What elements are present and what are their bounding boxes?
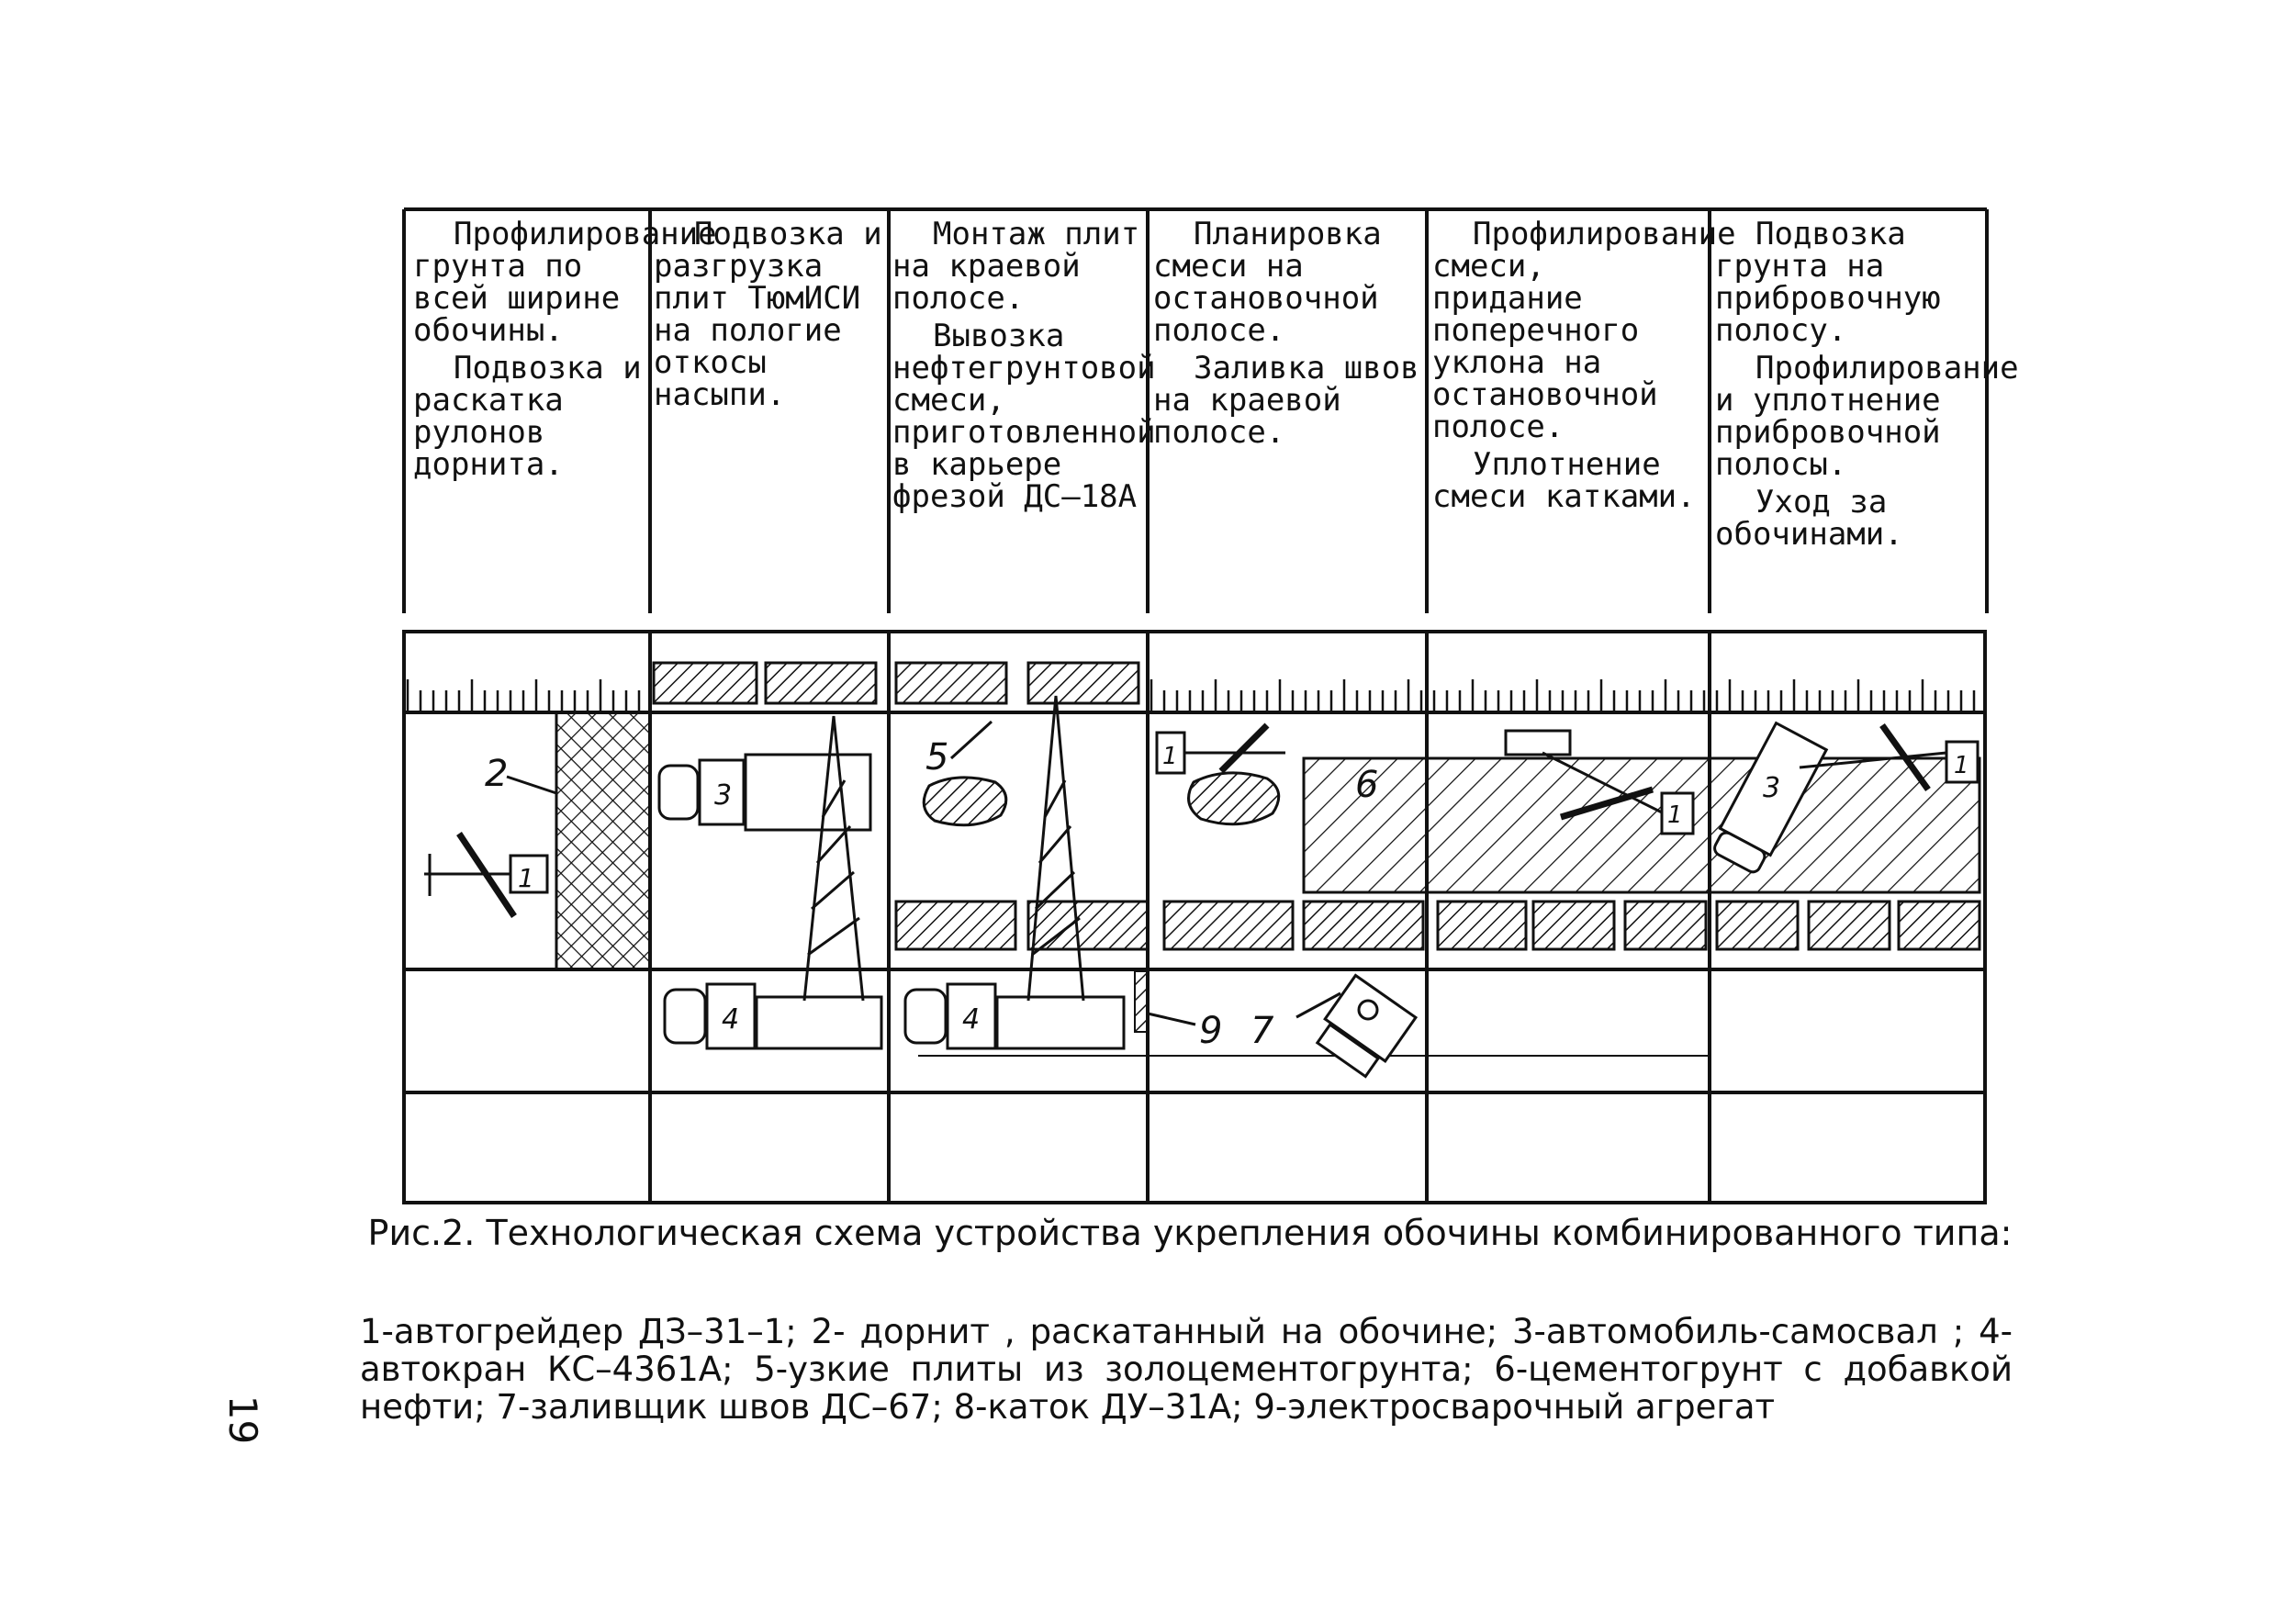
- motor-grader: 1: [1799, 722, 1980, 792]
- motor-grader: 1: [424, 832, 549, 918]
- callouts: 2 5 6 7 9: [485, 720, 1378, 1052]
- motor-grader: 1: [1155, 722, 1285, 775]
- plate-stack: [922, 776, 1008, 827]
- edge-plate: [1897, 900, 1981, 951]
- stage-6-para-3: Уход за обочинами.: [1715, 484, 1903, 553]
- stage-6-para-1: Подвозка грунта на прибровочную полосу.: [1715, 216, 1941, 349]
- stage-1-text: Профилирование грунта по всей ширине обо…: [413, 216, 717, 487]
- callout-label-9: 9: [1199, 1010, 1222, 1052]
- stage-3-para-2: Вывозка нефтегрунтовой смеси, приготовле…: [892, 318, 1156, 515]
- stage-5-para-2: Уплотнение смеси катками.: [1432, 446, 1696, 515]
- stage-3-text: Монтаж плит на краевой полосе. Вывозка н…: [892, 216, 1156, 519]
- edge-plate: [894, 900, 1017, 951]
- machine-label-3: 3: [1763, 772, 1780, 804]
- curb-plate: [652, 661, 758, 705]
- dump-truck: 3: [1713, 721, 1829, 874]
- machine-label-1: 1: [518, 863, 534, 893]
- stage-1-para-1: Профилирование грунта по всей ширине обо…: [413, 216, 717, 349]
- machine-label-1: 1: [1954, 752, 1969, 779]
- machine-label-1: 1: [1667, 801, 1683, 829]
- figure-caption-title: Рис.2. Технологическая схема устройства …: [367, 1213, 2013, 1253]
- stage-6-para-2: Профилирование и уплотнение прибровочной…: [1715, 350, 2019, 483]
- edge-strip-plates: [894, 900, 1981, 951]
- stage-6-text: Подвозка грунта на прибровочную полосу. …: [1715, 216, 2019, 556]
- callout-label-6: 6: [1355, 764, 1378, 806]
- truck-crane: 4: [903, 695, 1126, 1050]
- stage-1-para-2: Подвозка и раскатка рулонов дорнита.: [413, 350, 642, 483]
- stage-table: [402, 207, 1989, 613]
- scheme-border: [402, 630, 1987, 1204]
- stage-5-text: Профилирование смеси, придание поперечно…: [1432, 216, 1736, 519]
- edge-plate: [1715, 900, 1800, 951]
- road-edge-ticks: [406, 679, 1976, 712]
- callout-label-2: 2: [485, 753, 508, 795]
- machine-label-1: 1: [1162, 743, 1178, 770]
- page-number: 19: [220, 1394, 266, 1445]
- edge-plate: [1302, 900, 1425, 951]
- machine-label-4: 4: [962, 1003, 980, 1036]
- seam-filler: [1295, 973, 1419, 1079]
- callout-label-5: 5: [925, 736, 948, 778]
- stage-5-para-1: Профилирование смеси, придание поперечно…: [1432, 216, 1736, 445]
- stage-4-para-2: Заливка швов на краевой полосе.: [1153, 350, 1419, 451]
- motor-grader-cab: [509, 854, 549, 894]
- edge-plate: [1531, 900, 1616, 951]
- machine-label-4: 4: [722, 1003, 739, 1036]
- edge-plate: [1162, 900, 1295, 951]
- cement-soil-layer: [1302, 756, 1981, 894]
- stage-2-text: Подвозка и разгрузка плит ТюмИСИ на поло…: [654, 218, 885, 417]
- dornit-strip: [555, 711, 652, 971]
- stage-4-text: Планировка смеси на остановочной полосе.…: [1153, 218, 1421, 454]
- scheme-frame: [402, 630, 1987, 1204]
- motor-grader: 1: [1504, 729, 1695, 835]
- welding-unit: [1134, 970, 1149, 1033]
- curb-plate: [894, 661, 1008, 705]
- edge-plate: [1807, 900, 1891, 951]
- truck-crane: 4: [663, 715, 883, 1050]
- edge-plate: [1623, 900, 1708, 951]
- stage-4-para-1: Планировка смеси на остановочной полосе.: [1153, 216, 1382, 349]
- figure-legend: 1-автогрейдер ДЗ–31–1; 2- дорнит , раска…: [360, 1312, 2013, 1427]
- edge-plate: [1436, 900, 1528, 951]
- machine-label-3: 3: [714, 779, 732, 812]
- curb-plate: [764, 661, 878, 705]
- plate-stack: [1187, 771, 1281, 826]
- curb-plate: [1026, 661, 1140, 705]
- dump-truck: 3: [657, 753, 872, 832]
- callout-label-7: 7: [1251, 1010, 1274, 1052]
- stage-3-para-1: Монтаж плит на краевой полосе.: [892, 216, 1140, 317]
- curb-plates-top: [652, 661, 1140, 705]
- stage-2-para-1: Подвозка и разгрузка плит ТюмИСИ на поло…: [654, 216, 882, 413]
